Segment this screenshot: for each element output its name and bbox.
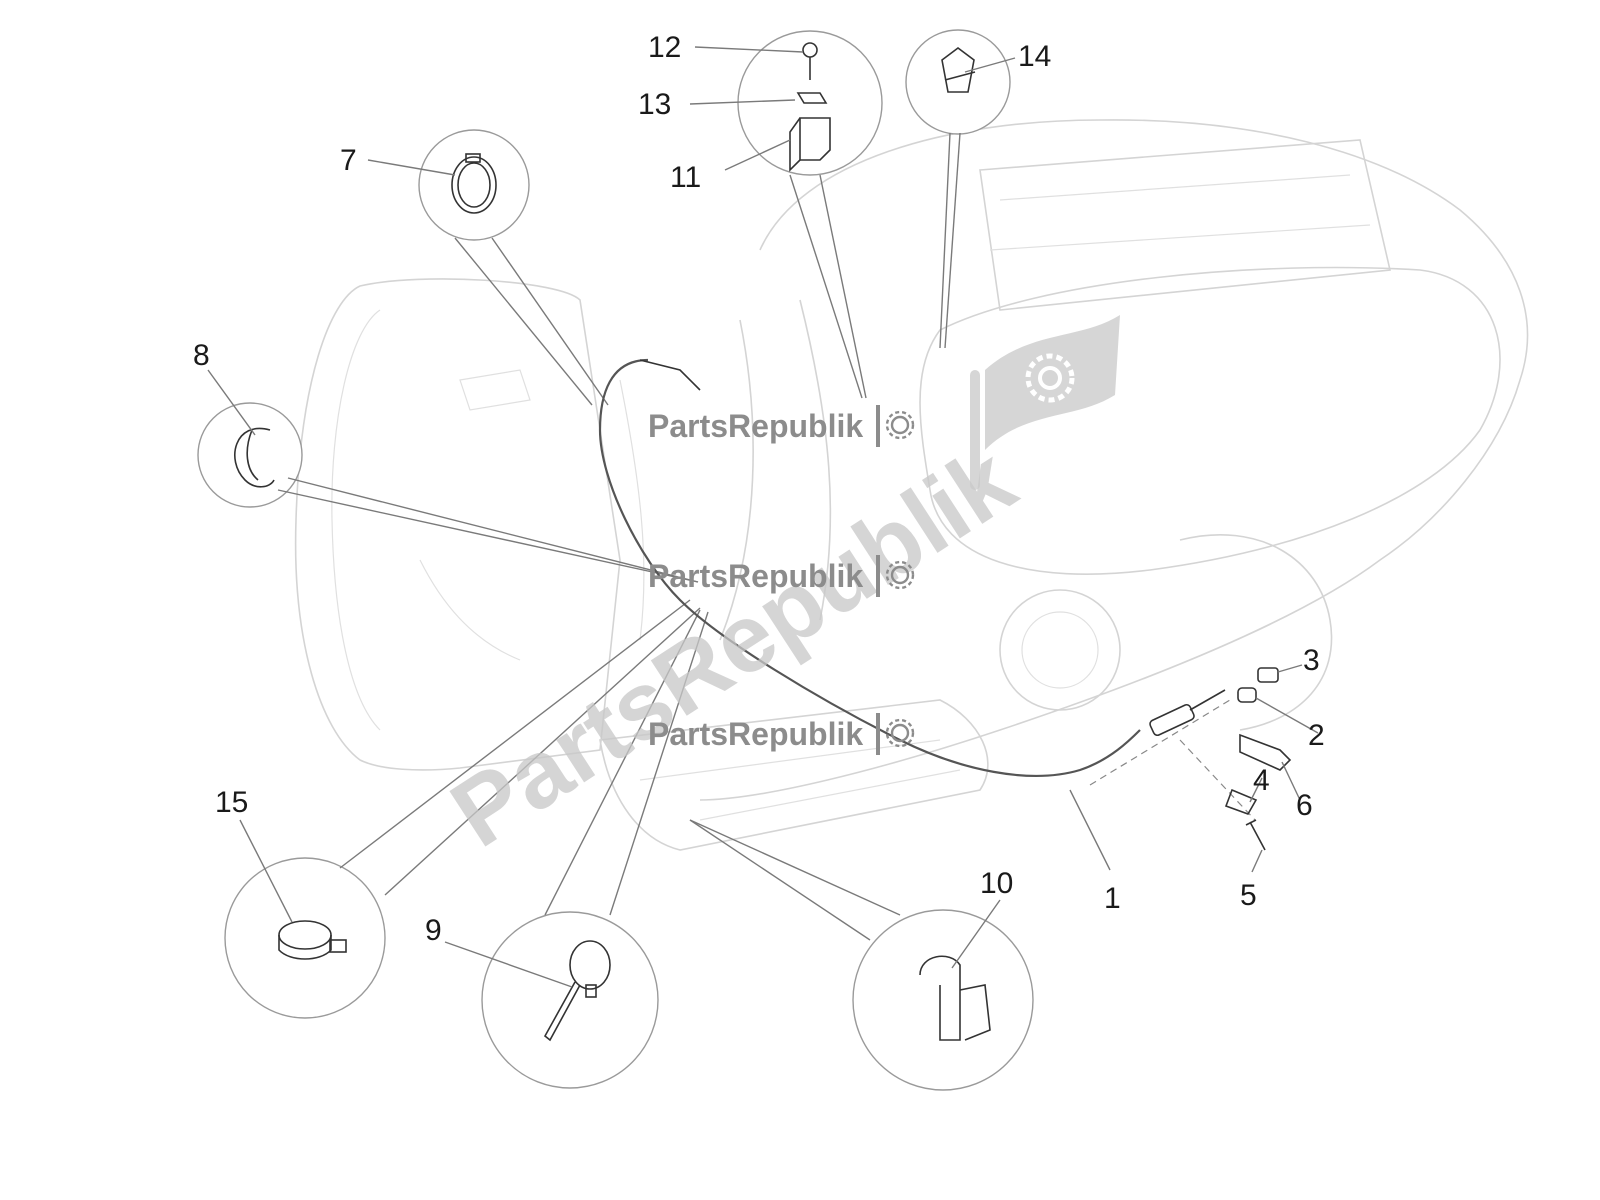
part-6 — [1239, 733, 1292, 771]
detail-circle-10 — [852, 909, 1034, 1091]
watermark-3: PartsRepublik — [648, 716, 863, 752]
callout-14: 14 — [1018, 40, 1051, 73]
callout-1: 1 — [1104, 882, 1121, 915]
callout-6: 6 — [1296, 789, 1313, 822]
watermarks: PartsRepublik PartsRepublik PartsRepubli… — [433, 315, 1120, 868]
callout-4: 4 — [1253, 764, 1270, 797]
callout-8: 8 — [193, 339, 210, 372]
callout-7: 7 — [340, 144, 357, 177]
detail-circle-15 — [224, 857, 386, 1019]
callout-5: 5 — [1240, 879, 1257, 912]
gear-icon — [970, 315, 1120, 490]
zoomed-parts — [234, 42, 991, 1042]
watermark-big: PartsRepublik — [433, 426, 1033, 868]
detail-circle-8 — [197, 402, 303, 508]
watermark-1: PartsRepublik — [648, 408, 863, 444]
gear-icon — [876, 555, 915, 597]
callout-9: 9 — [425, 914, 442, 947]
scooter-outline — [294, 119, 1529, 851]
cable-end-parts — [1224, 667, 1292, 851]
cable-assembly — [598, 358, 1256, 821]
callout-leaders — [207, 46, 1319, 988]
callout-11: 11 — [670, 161, 701, 194]
gear-icon — [876, 713, 915, 755]
part-2 — [1237, 687, 1257, 703]
callout-13: 13 — [638, 88, 671, 121]
leader-lines — [277, 132, 961, 941]
callout-3: 3 — [1303, 644, 1320, 677]
callout-2: 2 — [1308, 719, 1325, 752]
detail-circle-7 — [418, 129, 530, 241]
brake-cable — [598, 358, 1141, 777]
part-3 — [1257, 667, 1279, 683]
callout-10: 10 — [980, 867, 1013, 900]
part-4 — [1224, 788, 1258, 815]
detail-circle-14 — [905, 29, 1011, 135]
detail-circle-9 — [481, 911, 659, 1089]
part-5 — [1245, 819, 1266, 851]
callout-12: 12 — [648, 31, 681, 64]
gear-icon — [876, 405, 915, 447]
callout-labels: 1 2 3 4 5 6 7 8 9 10 11 12 13 14 15 — [193, 31, 1325, 947]
watermark-2: PartsRepublik — [648, 558, 863, 594]
callout-15: 15 — [215, 786, 248, 819]
